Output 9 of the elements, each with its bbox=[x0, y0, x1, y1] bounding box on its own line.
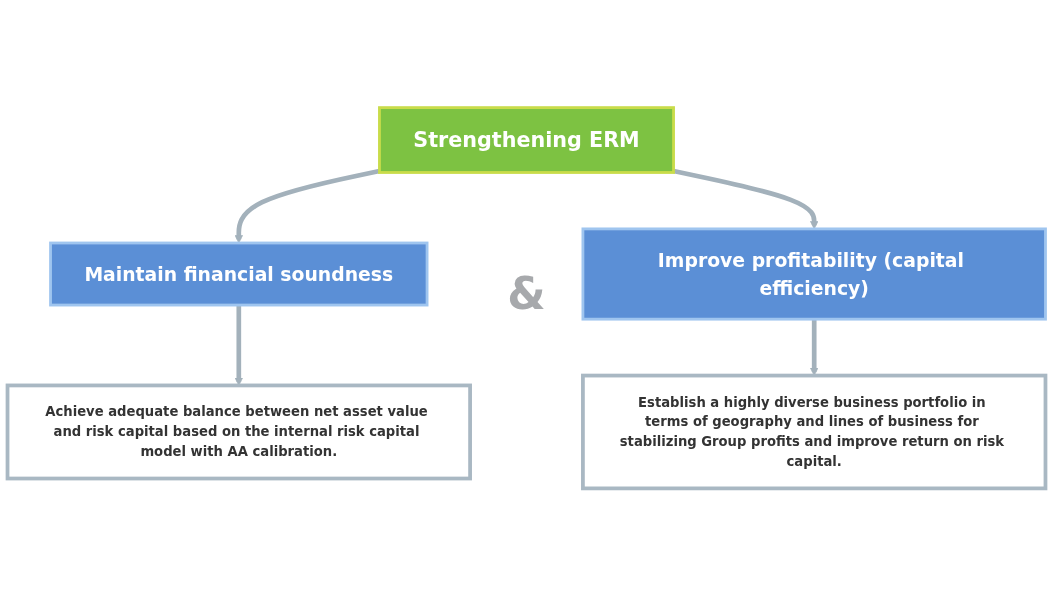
arrow bbox=[810, 319, 819, 376]
arrow bbox=[234, 168, 380, 244]
node-box: Improve profitability (capital efficiency) bbox=[581, 227, 1047, 321]
node-box: Achieve adequate balance between net asset value and risk capital based on the internal risk capital model with AA calibration. bbox=[5, 383, 472, 481]
node-box: Strengthening ERM bbox=[378, 106, 675, 174]
arrow bbox=[234, 305, 243, 386]
ampersand-text: & bbox=[507, 268, 546, 319]
node-box: Maintain financial soundness bbox=[49, 241, 429, 307]
node-box: Establish a highly diverse business portfolio in terms of geography and lines of business for stabilizing Group profits and improve return on risk capital. bbox=[581, 373, 1048, 491]
